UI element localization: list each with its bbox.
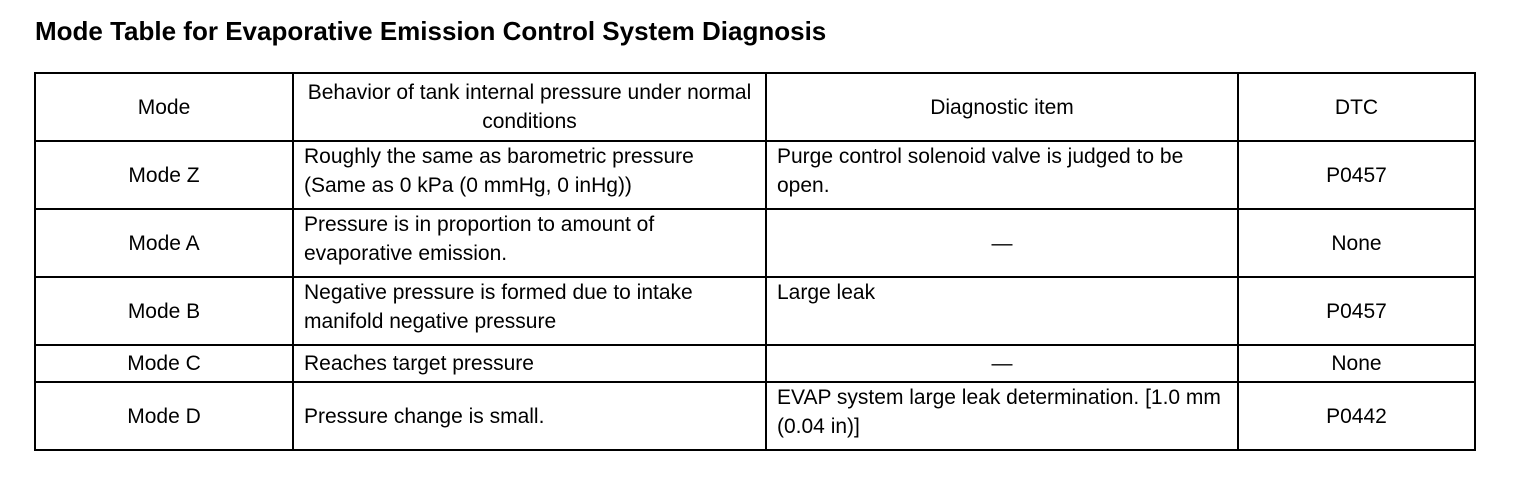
table-row: Mode B Negative pressure is formed due t… [34,276,1476,346]
cell-mode: Mode Z [34,140,294,210]
cell-diagnostic-item: Purge control solenoid valve is judged t… [765,140,1239,210]
cell-dtc: P0457 [1237,276,1476,346]
cell-behavior: Pressure change is small. [292,381,767,451]
header-diagnostic-item: Diagnostic item [765,72,1239,142]
cell-diagnostic-item: — [765,208,1239,278]
cell-dtc: None [1237,344,1476,383]
cell-diagnostic-item: Large leak [765,276,1239,346]
cell-dtc: None [1237,208,1476,278]
cell-behavior: Pressure is in proportion to amount of e… [292,208,767,278]
header-dtc: DTC [1237,72,1476,142]
mode-table: Mode Behavior of tank internal pressure … [34,72,1476,451]
cell-behavior: Reaches target pressure [292,344,767,383]
table-row: Mode A Pressure is in proportion to amou… [34,208,1476,278]
cell-diagnostic-item: — [765,344,1239,383]
table-row: Mode D Pressure change is small. EVAP sy… [34,381,1476,451]
table-header-row: Mode Behavior of tank internal pressure … [34,72,1476,142]
cell-diagnostic-item: EVAP system large leak determination. [1… [765,381,1239,451]
cell-mode: Mode A [34,208,294,278]
cell-mode: Mode D [34,381,294,451]
table-row: Mode Z Roughly the same as barometric pr… [34,140,1476,210]
cell-mode: Mode B [34,276,294,346]
cell-behavior: Roughly the same as barometric pressure … [292,140,767,210]
header-behavior: Behavior of tank internal pressure under… [292,72,767,142]
table-row: Mode C Reaches target pressure — None [34,344,1476,383]
cell-dtc: P0457 [1237,140,1476,210]
cell-dtc: P0442 [1237,381,1476,451]
cell-behavior: Negative pressure is formed due to intak… [292,276,767,346]
page-title: Mode Table for Evaporative Emission Cont… [35,16,827,46]
cell-mode: Mode C [34,344,294,383]
header-mode: Mode [34,72,294,142]
